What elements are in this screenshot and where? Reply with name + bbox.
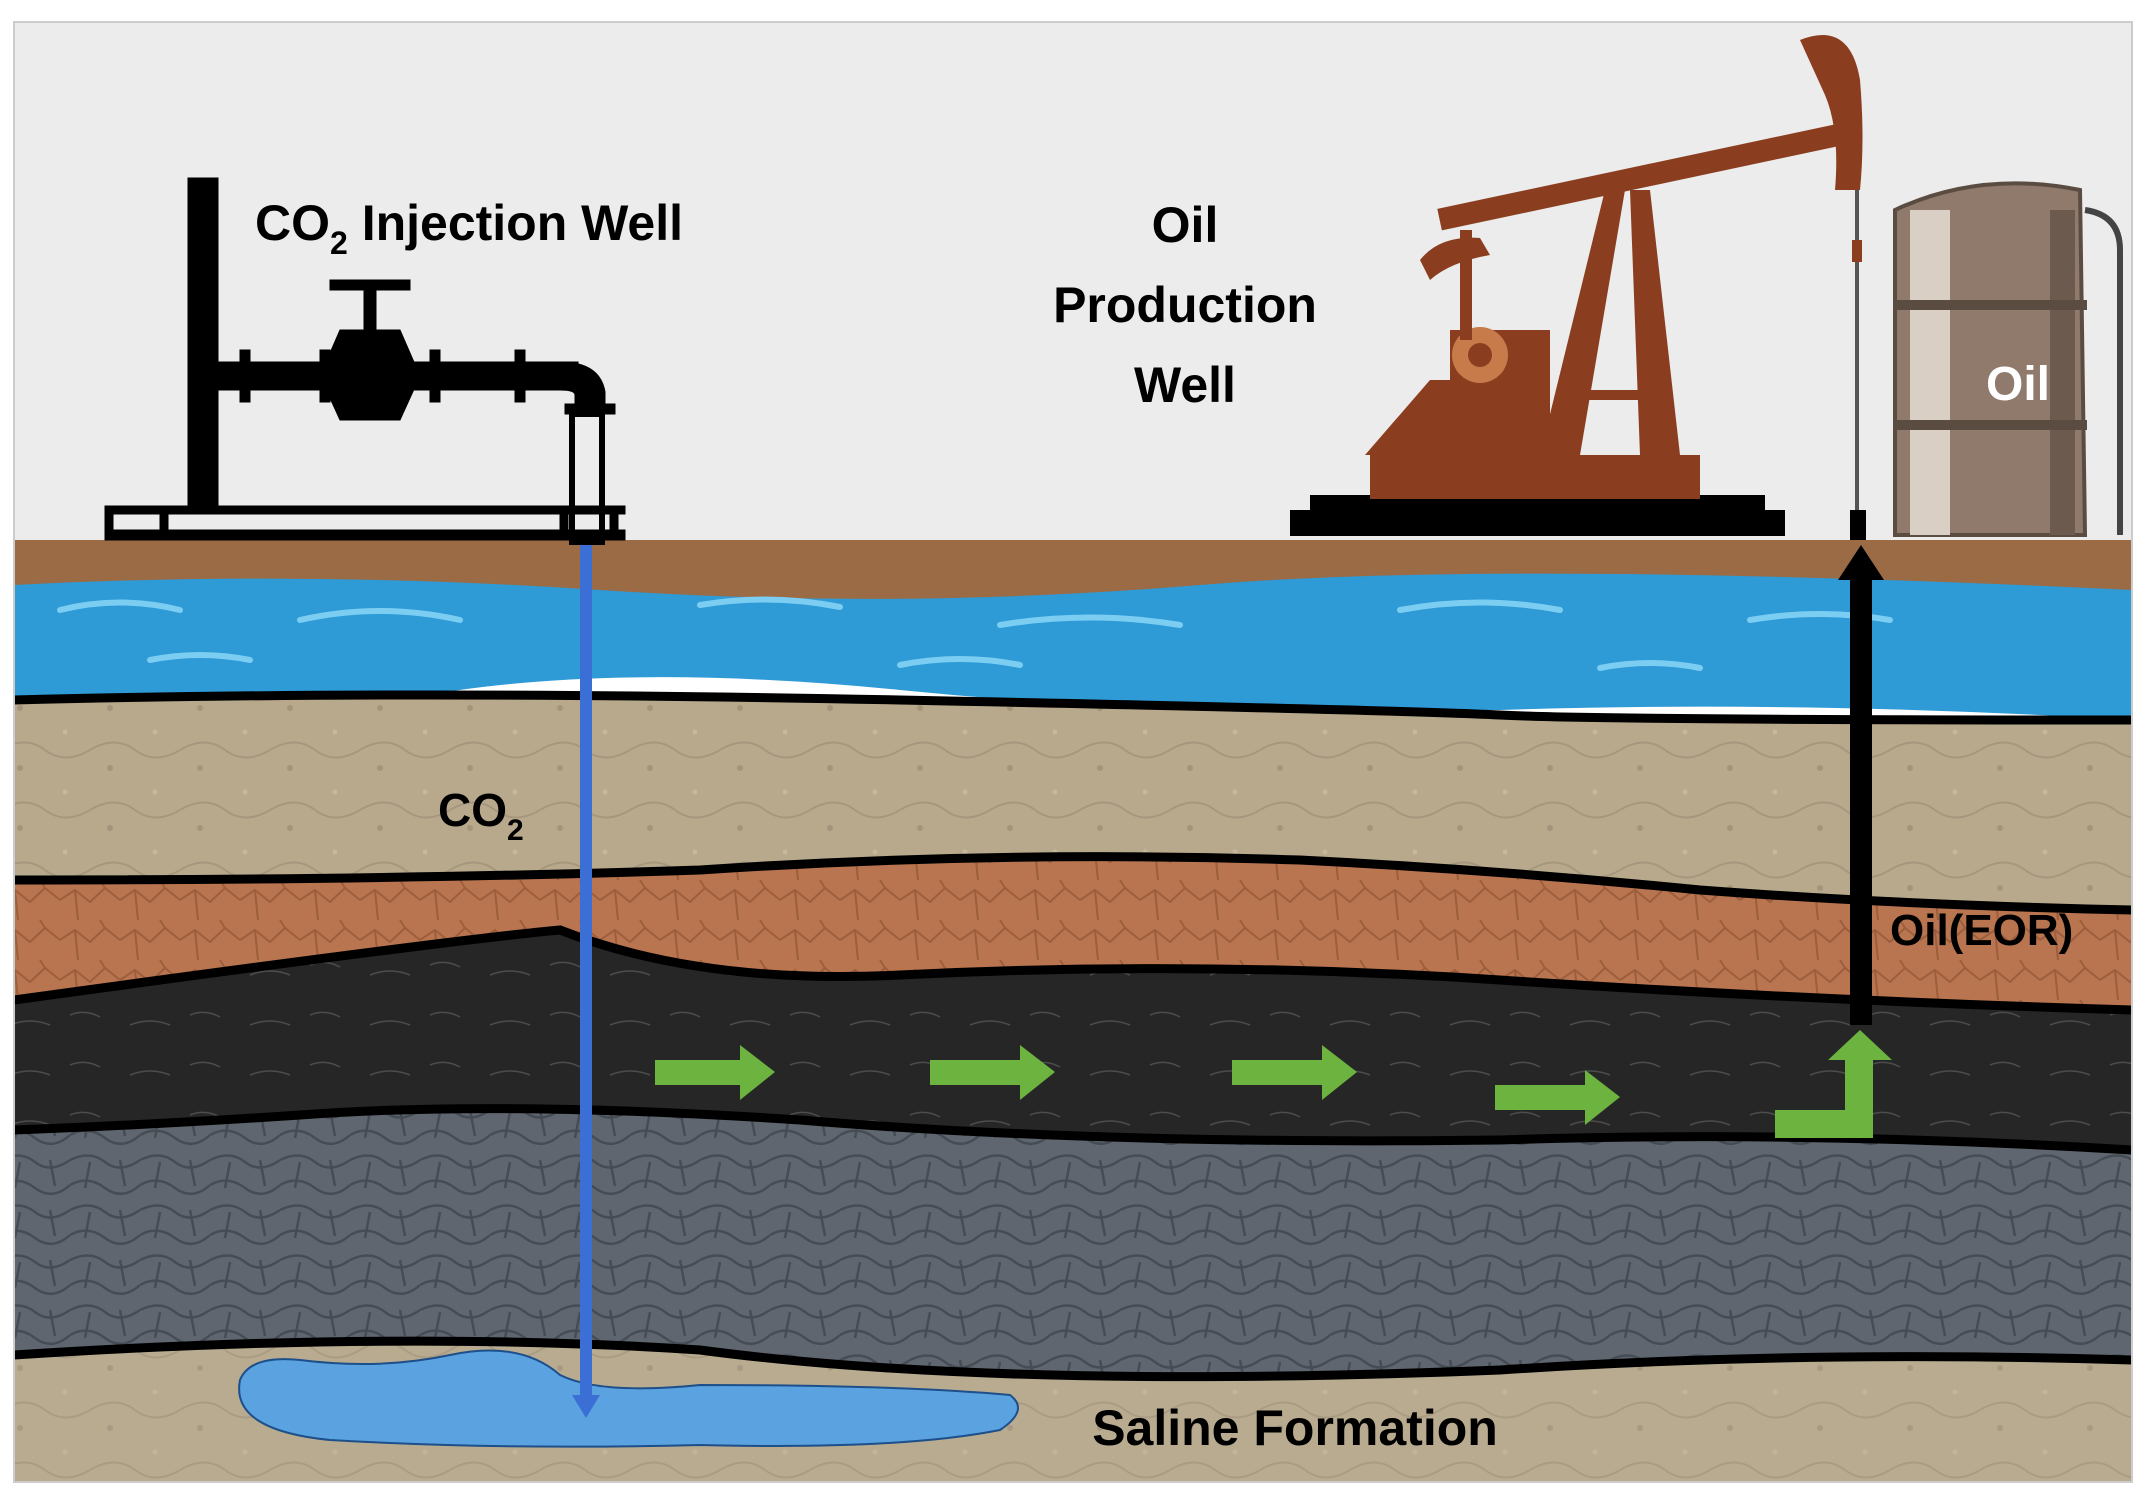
production-well-label-line2: Production (1053, 277, 1317, 333)
diagram-border (13, 21, 2133, 1483)
injection-wellhead (104, 177, 626, 545)
production-well-label-line3: Well (1134, 357, 1236, 413)
oil-eor-label: Oil(EOR) (1890, 906, 2073, 955)
aquifer-layer (14, 573, 2132, 720)
pumpjack (1290, 35, 1863, 536)
layer-boundaries (13, 690, 2133, 1382)
production-well-label-line1: Oil (1152, 197, 1219, 253)
co2-plume (238, 1349, 1019, 1448)
flow-arrow-turn (1775, 1030, 1892, 1138)
flow-arrow-2 (930, 1045, 1055, 1100)
co2-layer-label: CO2 (438, 784, 524, 847)
flow-arrow-4 (1495, 1070, 1620, 1125)
oil-storage-tank (1893, 181, 2123, 537)
injection-well-label: CO2 Injection Well (255, 195, 683, 261)
aquifer-highlights (57, 596, 1893, 671)
flow-arrow-1 (655, 1045, 775, 1100)
co2-pipe-arrowhead (572, 1395, 600, 1418)
tank-label: Oil (1986, 358, 2050, 411)
saline-formation-label: Saline Formation (1092, 1400, 1498, 1456)
co2-flow-arrows (655, 1030, 1892, 1138)
flow-arrow-3 (1232, 1045, 1357, 1100)
production-flow-arrow (1838, 545, 1884, 1025)
co2-injection-pipe (580, 540, 592, 1400)
production-wellhead (1850, 190, 1866, 540)
